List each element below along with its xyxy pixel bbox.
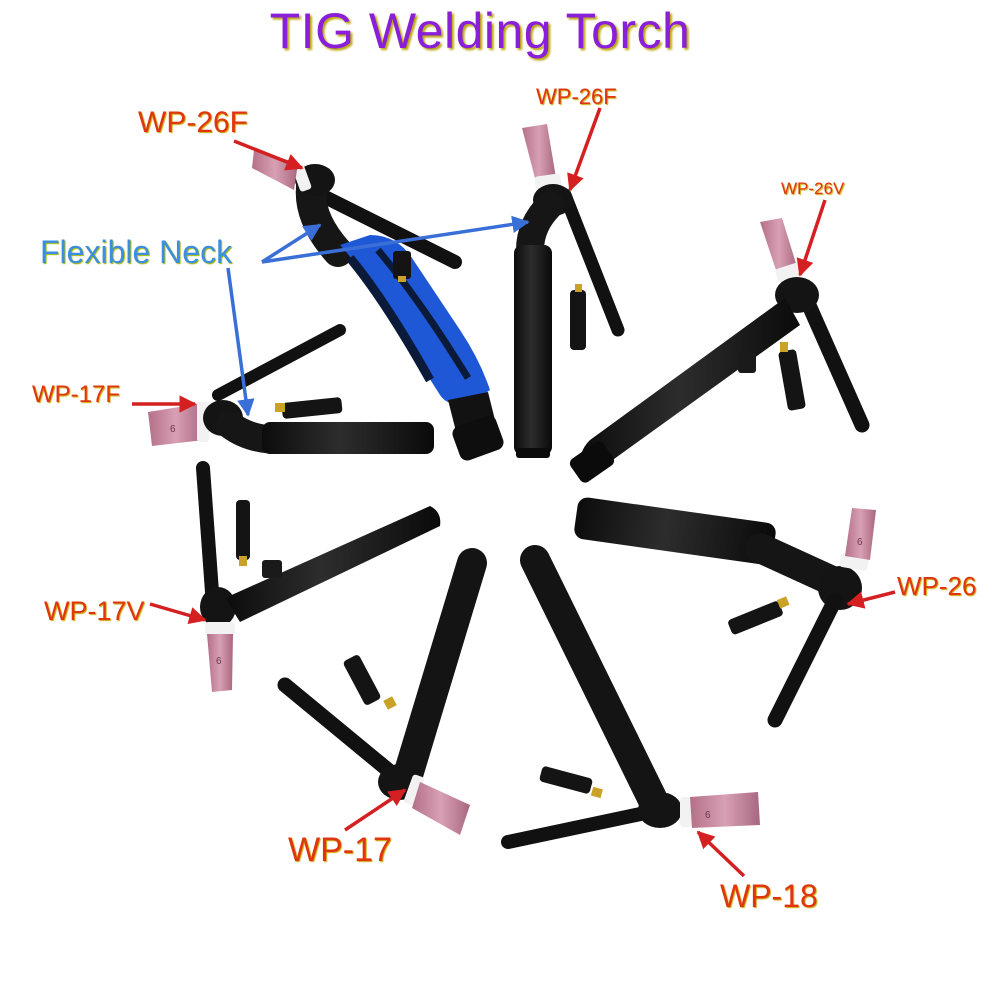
arrow-wp26f-top bbox=[567, 107, 602, 192]
nozzle-mark: 6 bbox=[170, 424, 176, 435]
label-wp17f: WP-17F bbox=[32, 381, 121, 408]
label-wp17v: WP-17V bbox=[44, 596, 145, 626]
arrow-neck-wp17f bbox=[226, 267, 255, 417]
label-wp26f-top: WP-26F bbox=[536, 84, 617, 109]
label-flexible-neck: Flexible Neck bbox=[40, 234, 233, 270]
nozzle-mark: 6 bbox=[705, 810, 711, 821]
torch-wp26v bbox=[569, 218, 870, 483]
torch-wp17f bbox=[148, 324, 434, 454]
label-wp18: WP-18 bbox=[720, 878, 818, 914]
torch-wp17 bbox=[277, 548, 487, 835]
nozzle-mark: 6 bbox=[216, 656, 222, 667]
torch-wp26f-flex-blue bbox=[252, 150, 504, 461]
label-wp26v: WP-26V bbox=[781, 179, 845, 198]
arrow-wp17 bbox=[344, 788, 407, 832]
arrow-wp26v bbox=[796, 199, 827, 277]
arrow-neck-blue-handle bbox=[261, 223, 322, 264]
arrow-wp17v bbox=[149, 602, 207, 625]
label-wp26f-left: WP-26F bbox=[138, 106, 249, 139]
red-arrows bbox=[132, 107, 896, 878]
torch-wp17v bbox=[196, 461, 441, 692]
nozzle-mark: 6 bbox=[857, 537, 863, 548]
blue-arrows bbox=[226, 215, 530, 417]
arrow-wp26f-left bbox=[233, 139, 304, 171]
torch-wp26 bbox=[574, 497, 876, 728]
label-wp17: WP-17 bbox=[288, 831, 392, 869]
label-wp26: WP-26 bbox=[897, 571, 977, 601]
torch-wp26f-black bbox=[514, 124, 625, 458]
nozzle-markings: 6 6 6 6 bbox=[170, 424, 863, 821]
arrow-wp26 bbox=[846, 590, 896, 609]
arrow-neck-black bbox=[261, 215, 530, 264]
arrow-wp18 bbox=[696, 830, 746, 878]
torch-wp18 bbox=[501, 545, 760, 849]
title: TIG Welding Torch bbox=[269, 3, 691, 59]
